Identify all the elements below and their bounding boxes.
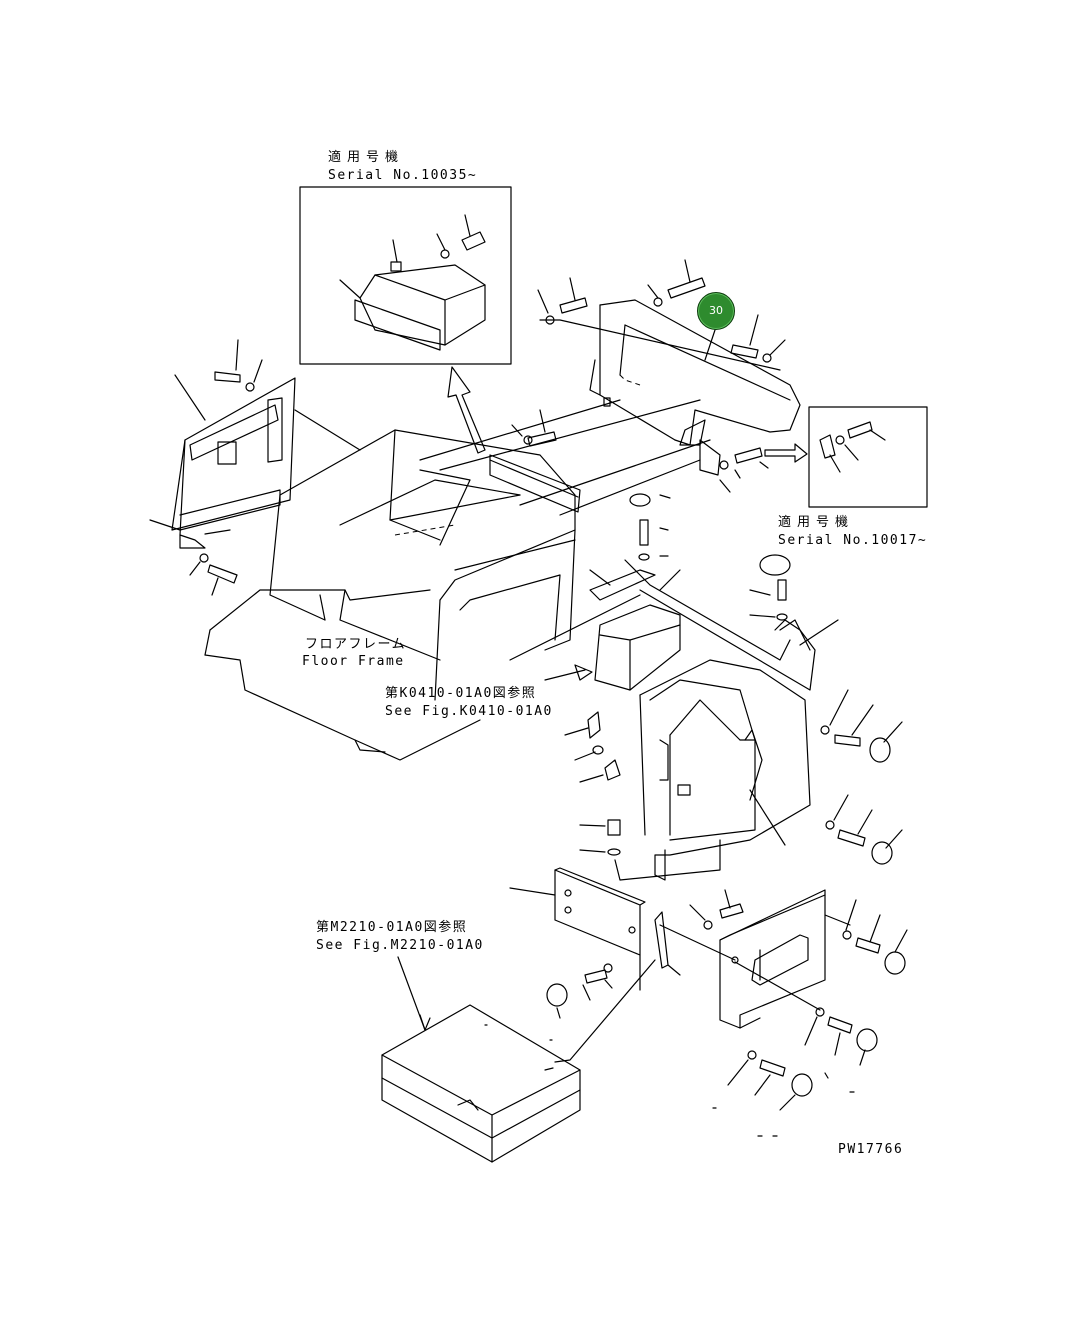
arrow-to-right-inset (764, 443, 808, 463)
part-callout-30[interactable]: 30 (697, 292, 735, 330)
reference-line (519, 439, 711, 506)
ref-k0410-jp-label: 第K0410-01A0図参照 (385, 686, 537, 701)
reference-line (439, 399, 701, 471)
top-right-cover (537, 259, 801, 516)
ref-m2210-jp-label: 第M2210-01A0図参照 (316, 920, 468, 935)
ecm-module (544, 604, 681, 691)
leader-line (294, 409, 361, 451)
inset-box-right (808, 406, 928, 508)
center-bracket (489, 409, 581, 513)
ref-k0410-en-label: See Fig.K0410-01A0 (385, 704, 553, 719)
floor-frame-en-label: Floor Frame (302, 654, 405, 669)
upper-bracket (589, 559, 839, 691)
inset-box-top (299, 186, 512, 365)
console-box (614, 659, 811, 881)
inset-top-jp-label: 適用号機 (328, 150, 405, 165)
floor-frame (204, 429, 576, 761)
inset-right-jp-label: 適用号機 (778, 515, 855, 530)
drawing-number: PW17766 (838, 1142, 904, 1157)
stray-marks (712, 1091, 855, 1137)
inset-top-serial-label: Serial No.10035~ (328, 168, 478, 183)
ref-m2210-en-label: See Fig.M2210-01A0 (316, 938, 484, 953)
small-fasteners-mid (564, 493, 791, 856)
left-cover-panel (149, 339, 296, 596)
right-fasteners (727, 689, 908, 1111)
inset-right-serial-label: Serial No.10017~ (778, 533, 928, 548)
lower-brackets (509, 867, 851, 1063)
reference-line (509, 594, 641, 661)
callout-30-leader (704, 329, 716, 361)
floor-frame-jp-label: フロアフレーム (305, 637, 407, 652)
battery-box (381, 956, 581, 1163)
reference-line (419, 399, 621, 461)
